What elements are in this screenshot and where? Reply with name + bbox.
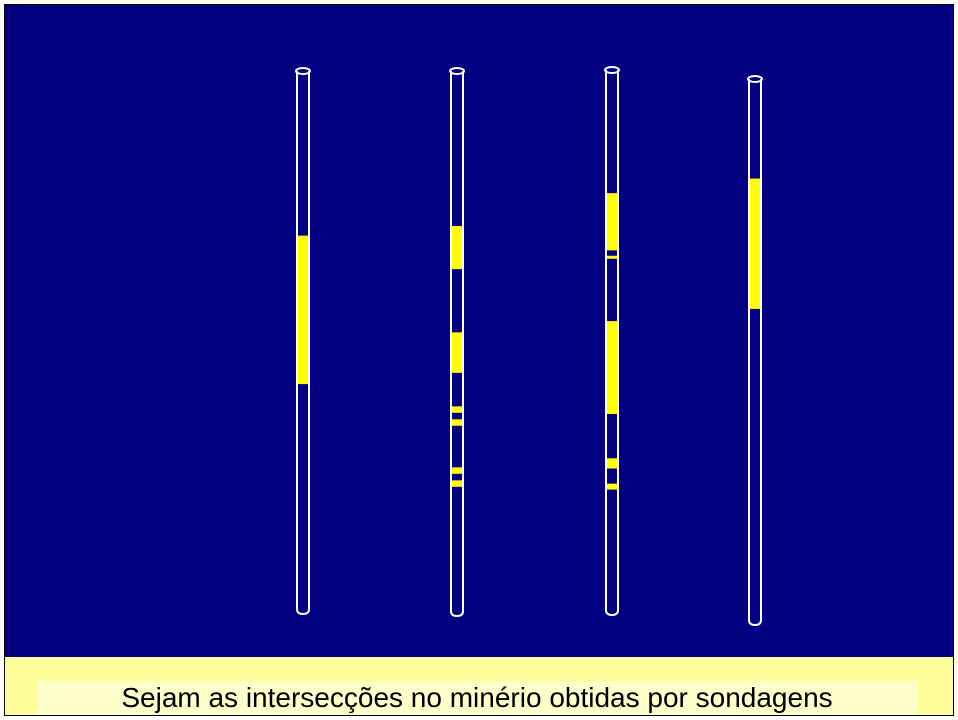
borehole-outline	[296, 71, 310, 616]
ore-interval	[298, 235, 308, 385]
ore-interval	[452, 480, 462, 487]
borehole-cap	[449, 67, 465, 75]
ore-interval	[607, 255, 617, 259]
ore-interval	[607, 193, 617, 251]
borehole-outline	[605, 70, 619, 617]
borehole-3	[604, 66, 620, 617]
ore-interval	[607, 458, 617, 469]
borehole-diagram	[5, 5, 953, 657]
ore-interval	[452, 225, 462, 270]
slide-frame: Sejam as intersecções no minério obtidas…	[4, 4, 954, 716]
borehole-outline	[748, 79, 762, 627]
borehole-outline	[450, 71, 464, 618]
caption-text: Sejam as intersecções no minério obtidas…	[121, 682, 833, 713]
caption-box: Sejam as intersecções no minério obtidas…	[37, 681, 917, 715]
ore-interval	[452, 419, 462, 426]
borehole-cap	[295, 67, 311, 75]
ore-interval	[452, 467, 462, 474]
borehole-cap	[604, 66, 620, 74]
borehole-cap	[747, 75, 763, 83]
borehole-4	[747, 75, 763, 627]
ore-interval	[452, 332, 462, 373]
ore-interval	[750, 178, 760, 309]
ore-interval	[607, 321, 617, 414]
ore-interval	[607, 483, 617, 490]
borehole-2	[449, 67, 465, 618]
caption-band: Sejam as intersecções no minério obtidas…	[5, 657, 953, 715]
borehole-1	[295, 67, 311, 616]
ore-interval	[452, 406, 462, 413]
